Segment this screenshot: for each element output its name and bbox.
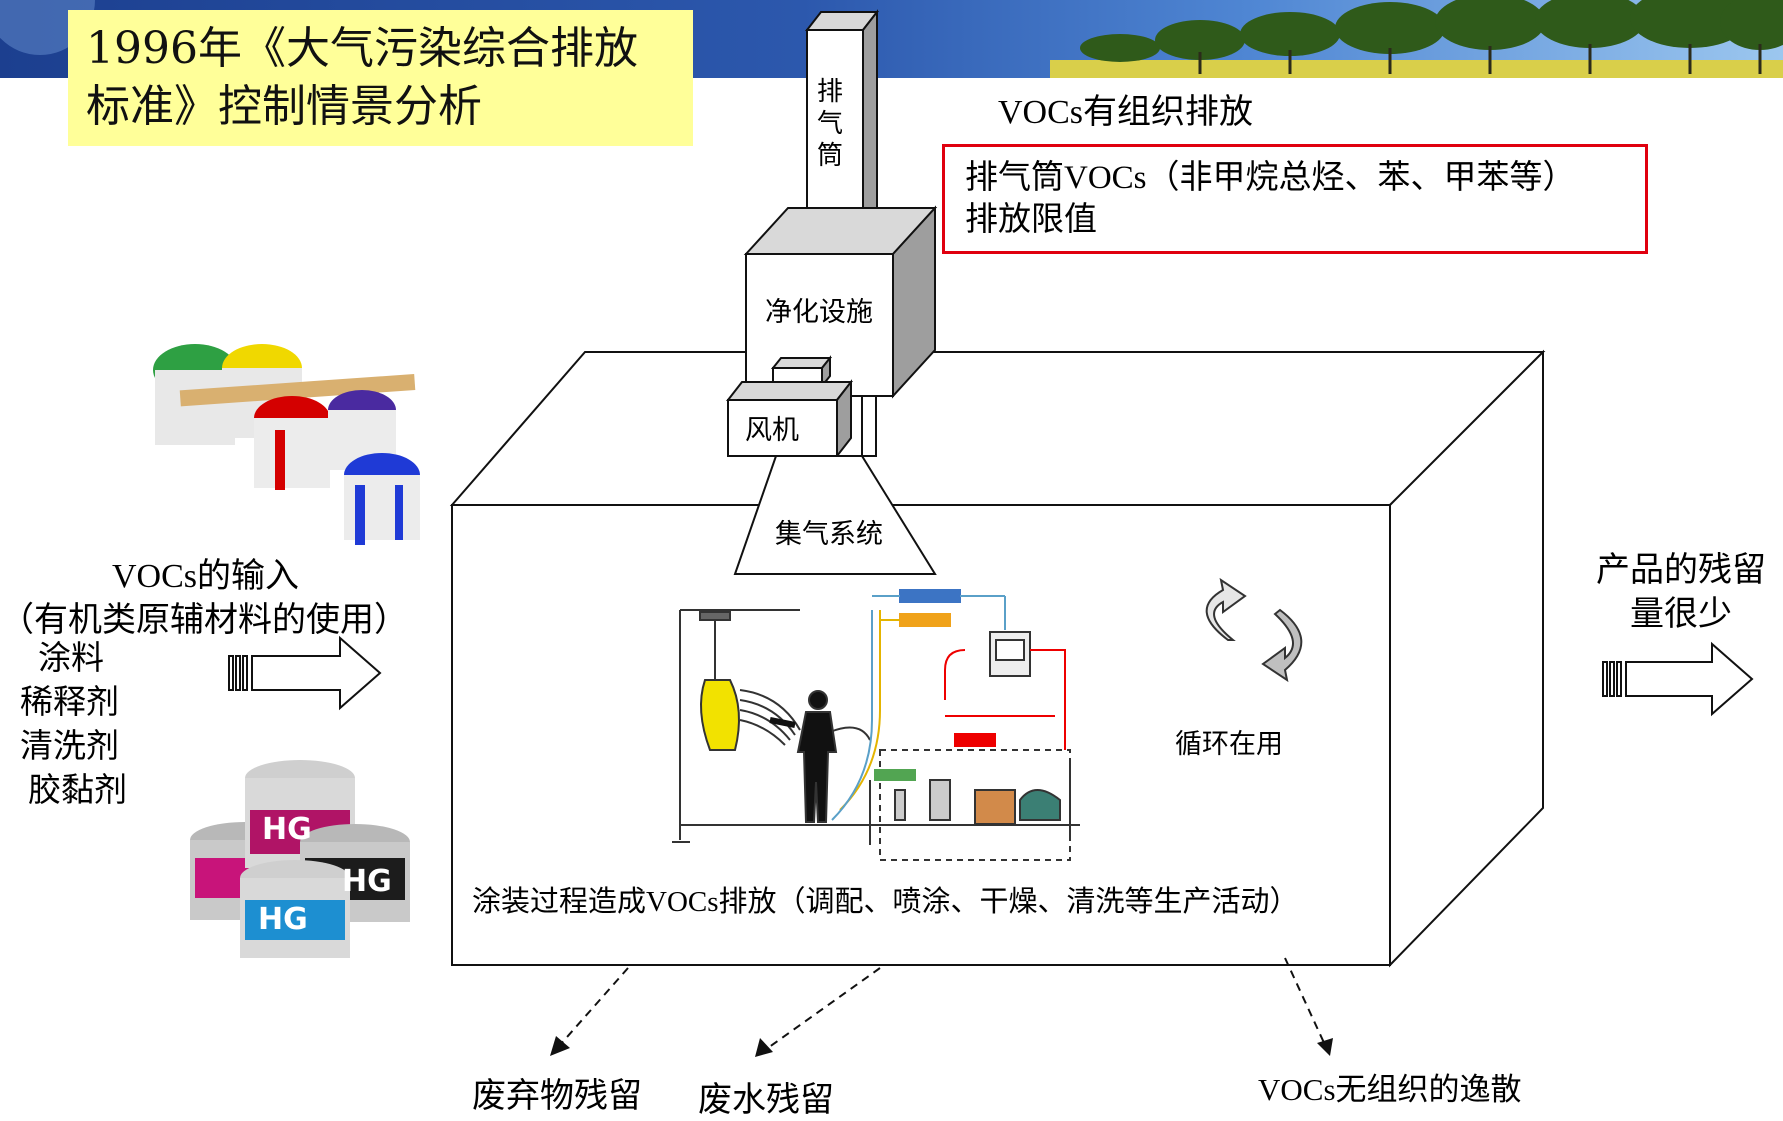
recycle-icon [1205, 577, 1303, 683]
input-arrow [228, 635, 382, 711]
fugitive-emission-label: VOCs无组织的逸散 [1258, 1072, 1522, 1107]
ink-can-brand-right: HG [342, 864, 392, 899]
spray-booth-schematic [672, 589, 1080, 861]
collector-hood [733, 455, 937, 575]
dashed-arrows [559, 957, 1326, 1051]
title-line-1: 1996年《大气污染综合排放 [86, 23, 638, 74]
fan-label: 风机 [745, 415, 799, 446]
emission-limit-box: 排气筒VOCs（非甲烷总烃、苯、甲苯等） 排放限值 [942, 144, 1648, 254]
ink-cans-image [190, 760, 410, 958]
stack-label-char-2: 气 [816, 109, 843, 139]
fan-box [725, 379, 854, 459]
organized-emission-label: VOCs有组织排放 [998, 94, 1254, 131]
product-residual: 产品的残留 量很少 [1596, 548, 1766, 636]
collector-label: 集气系统 [775, 519, 883, 550]
material-list: 涂料 稀释剂 清洗剂 胶黏剂 [20, 636, 127, 812]
stack-label: 排 气 筒 [808, 76, 852, 172]
material-cleaner: 清洗剂 [20, 726, 119, 765]
stack-label-char-1: 排 [816, 77, 843, 107]
process-caption: 涂装过程造成VOCs排放（调配、喷涂、干燥、清洗等生产活动） [472, 886, 1299, 918]
product-line-2: 量很少 [1630, 594, 1732, 634]
workshop-box [449, 349, 1546, 968]
paint-cans-image [153, 344, 420, 545]
material-adhesive: 胶黏剂 [28, 770, 127, 809]
stack-label-char-3: 筒 [816, 141, 843, 171]
input-subtitle: （有机类原辅材料的使用） [0, 600, 408, 640]
output-arrow [1602, 641, 1754, 717]
wastewater-label: 废水残留 [698, 1080, 834, 1120]
slide-title: 1996年《大气污染综合排放 标准》控制情景分析 [68, 10, 693, 146]
product-line-1: 产品的残留 [1596, 550, 1766, 590]
title-line-2: 标准》控制情景分析 [86, 81, 482, 132]
ink-can-brand-front: HG [258, 902, 308, 937]
purifier-label: 净化设施 [765, 297, 873, 328]
recycle-label: 循环在用 [1175, 729, 1283, 760]
purifier-box [743, 205, 938, 399]
input-title: VOCs的输入 [112, 558, 300, 595]
ink-can-brand-top: HG [262, 812, 312, 847]
material-coating: 涂料 [38, 638, 104, 677]
emission-limit-line-2: 排放限值 [965, 202, 1097, 238]
material-thinner: 稀释剂 [20, 682, 119, 721]
emission-limit-line-1: 排气筒VOCs（非甲烷总烃、苯、甲苯等） [965, 160, 1576, 196]
solid-waste-label: 废弃物残留 [472, 1076, 642, 1116]
